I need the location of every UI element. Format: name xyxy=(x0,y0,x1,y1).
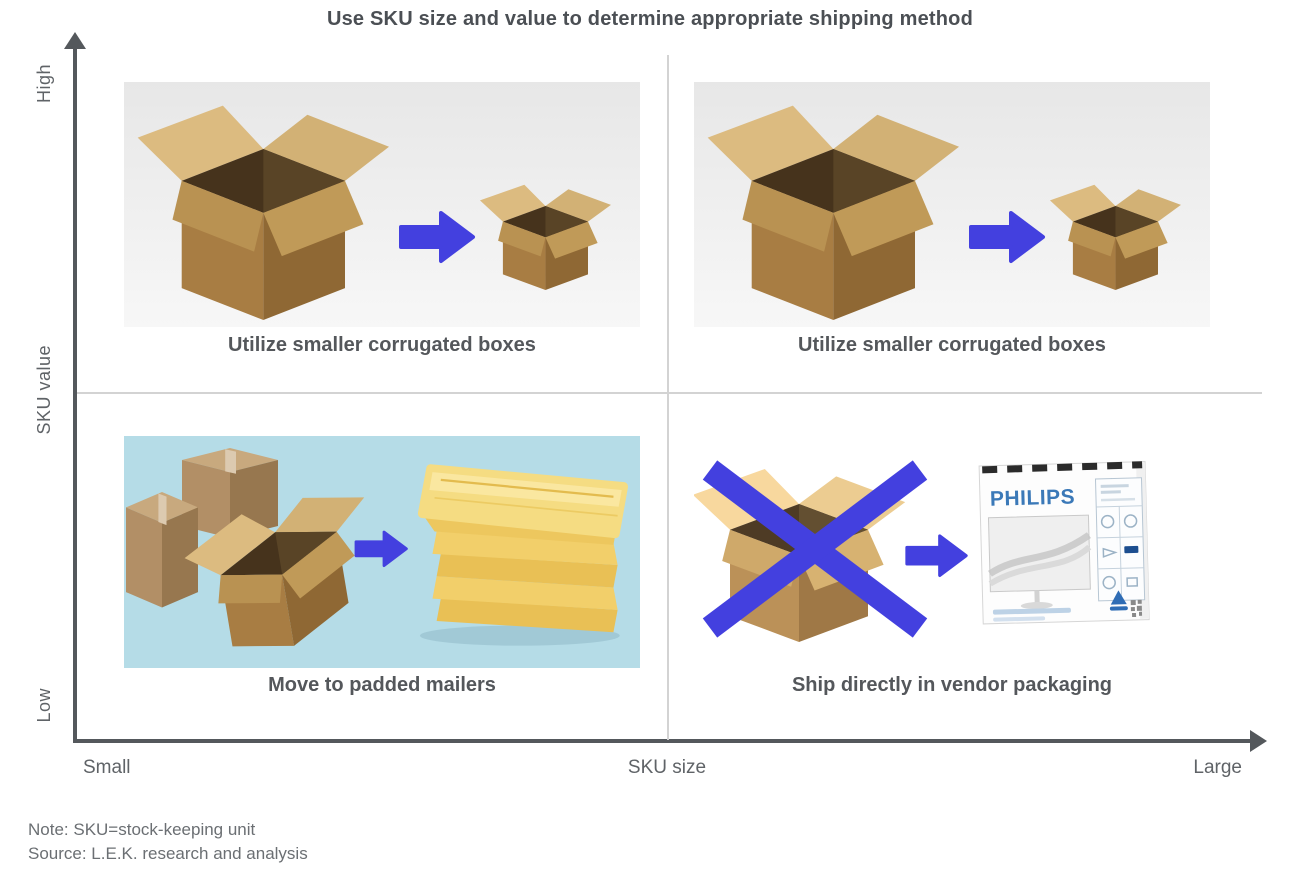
caption-top-right: Utilize smaller corrugated boxes xyxy=(798,334,1106,356)
x-axis-arrow-right-icon xyxy=(1250,730,1267,752)
box-downsize-illustration-top-right xyxy=(694,82,1210,327)
y-axis-line xyxy=(73,46,77,743)
y-axis-title: SKU value xyxy=(34,345,54,435)
note-text: Note: SKU=stock-keeping unit xyxy=(28,820,256,839)
y-axis-low-label: Low xyxy=(34,688,54,723)
x-mark-icon xyxy=(702,460,928,638)
padded-mailer-illustration xyxy=(124,436,640,668)
box-downsize-illustration-top-left xyxy=(124,82,640,327)
vendor-monitor-box-icon: PHILIPS xyxy=(978,461,1150,625)
quadrant-divider-horizontal xyxy=(77,392,1262,394)
philips-logo: PHILIPS xyxy=(990,485,1076,510)
y-axis-high-label: High xyxy=(34,64,54,104)
x-axis-small-label: Small xyxy=(83,757,131,778)
chart-title: Use SKU size and value to determine appr… xyxy=(326,8,974,30)
caption-bottom-left: Move to padded mailers xyxy=(268,674,496,696)
spec-panel xyxy=(1094,477,1146,602)
x-axis-large-label: Large xyxy=(1193,757,1242,778)
arrow-right-icon xyxy=(905,534,968,577)
closed-box-icon xyxy=(126,492,198,608)
quadrant-divider-vertical xyxy=(667,55,669,740)
qr-code xyxy=(1130,599,1143,618)
certification-badge xyxy=(1109,590,1128,611)
padded-mailer-stack-icon xyxy=(417,464,628,646)
caption-top-left: Utilize smaller corrugated boxes xyxy=(228,334,536,356)
caption-bottom-right: Ship directly in vendor packaging xyxy=(791,674,1113,696)
x-axis-title: SKU size xyxy=(627,757,707,778)
vendor-packaging-illustration: PHILIPS xyxy=(694,460,1150,642)
source-text: Source: L.E.K. research and analysis xyxy=(28,844,308,863)
x-axis-line xyxy=(73,739,1254,743)
y-axis-arrow-up-icon xyxy=(64,32,86,49)
